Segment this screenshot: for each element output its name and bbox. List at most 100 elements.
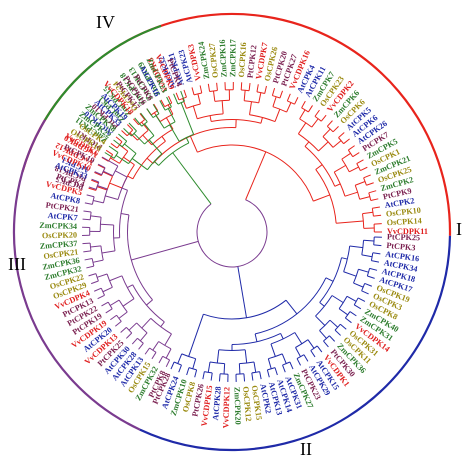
branch: [285, 299, 298, 315]
branch: [322, 128, 331, 137]
group-label-IV: IV: [96, 12, 115, 32]
branch: [258, 92, 262, 104]
branch: [183, 89, 187, 98]
branch: [304, 141, 310, 147]
branch: [84, 258, 93, 261]
branch: [243, 373, 246, 382]
branch: [131, 158, 148, 171]
branch: [248, 83, 251, 91]
branch: [371, 260, 380, 263]
branch-arc: [319, 319, 331, 331]
branch: [372, 206, 380, 209]
branch: [346, 295, 357, 302]
branch: [319, 302, 325, 307]
branch: [128, 322, 137, 331]
branch: [238, 363, 241, 375]
branch: [325, 277, 334, 282]
branch: [131, 337, 138, 345]
branch-arc: [89, 243, 92, 251]
branch: [96, 186, 108, 191]
branch: [177, 353, 183, 364]
branch: [189, 135, 198, 153]
branch: [360, 166, 368, 172]
branch: [165, 348, 172, 359]
branch: [90, 215, 102, 218]
leaf-labels: PtCPK5PtCPK18AtCPK1VvCDPK12VvCDPK9PtCPK1…: [39, 39, 428, 428]
branch: [344, 191, 358, 197]
branch-arc: [181, 353, 196, 360]
branch: [295, 347, 301, 357]
branch-arc: [144, 135, 155, 145]
branch: [254, 333, 258, 342]
branch-arc: [244, 100, 259, 104]
branch: [83, 250, 92, 253]
branch: [101, 250, 116, 254]
branch: [315, 164, 323, 170]
branch-arc: [296, 354, 305, 360]
branch: [326, 120, 333, 127]
branch: [359, 196, 370, 200]
branch: [333, 164, 346, 173]
leaf-label: PtCPK25: [387, 232, 420, 242]
branch: [338, 132, 345, 138]
branch: [146, 299, 153, 306]
branch: [120, 326, 127, 333]
branch: [97, 163, 106, 169]
branch: [97, 185, 108, 190]
branch: [104, 152, 115, 159]
branch: [127, 284, 133, 289]
branch: [315, 315, 326, 326]
branch-arc: [272, 106, 287, 113]
branch: [210, 372, 213, 381]
branch: [165, 117, 174, 130]
branch-arc: [249, 114, 276, 123]
branch: [110, 157, 120, 164]
branch: [267, 358, 272, 369]
branch: [142, 134, 153, 146]
branch: [270, 343, 276, 357]
branch: [334, 183, 341, 187]
branch-arc: [91, 196, 95, 205]
group-arc-III: [12, 119, 141, 431]
branch: [186, 367, 190, 376]
branch: [289, 361, 294, 370]
branch: [311, 118, 319, 128]
branch: [133, 118, 139, 125]
branch: [352, 152, 360, 158]
branch-arc: [100, 288, 105, 296]
branch: [180, 102, 195, 135]
branch: [115, 321, 122, 327]
root-arc: [196, 199, 268, 268]
branch: [141, 317, 152, 329]
leaf-label: OsCPK16: [237, 42, 248, 78]
branch: [153, 161, 160, 166]
branch: [370, 198, 379, 201]
branch: [115, 154, 129, 165]
branch: [148, 139, 163, 155]
group-arc-IV: [44, 24, 162, 121]
branch: [362, 211, 373, 215]
branch: [202, 371, 205, 380]
branch-arc: [366, 268, 371, 277]
branch: [144, 123, 155, 136]
branch: [282, 364, 286, 373]
branch-arc: [177, 100, 185, 105]
branch: [88, 186, 97, 190]
branch: [113, 139, 123, 148]
branch-arc: [132, 140, 166, 180]
group-stem-II: [237, 266, 248, 318]
branch-arc: [91, 258, 95, 267]
branch-arc: [361, 240, 365, 255]
leaf-label: OsCPK12: [241, 386, 253, 422]
branch: [297, 122, 307, 135]
branch: [363, 174, 371, 179]
branch: [216, 349, 220, 364]
leaf-label: ZmCPK37: [39, 239, 77, 251]
branch: [84, 202, 93, 205]
branch: [336, 220, 364, 224]
branch: [159, 100, 166, 111]
branch-arc: [338, 296, 348, 310]
branch: [294, 97, 299, 105]
branch: [97, 294, 105, 300]
branch: [146, 157, 154, 164]
